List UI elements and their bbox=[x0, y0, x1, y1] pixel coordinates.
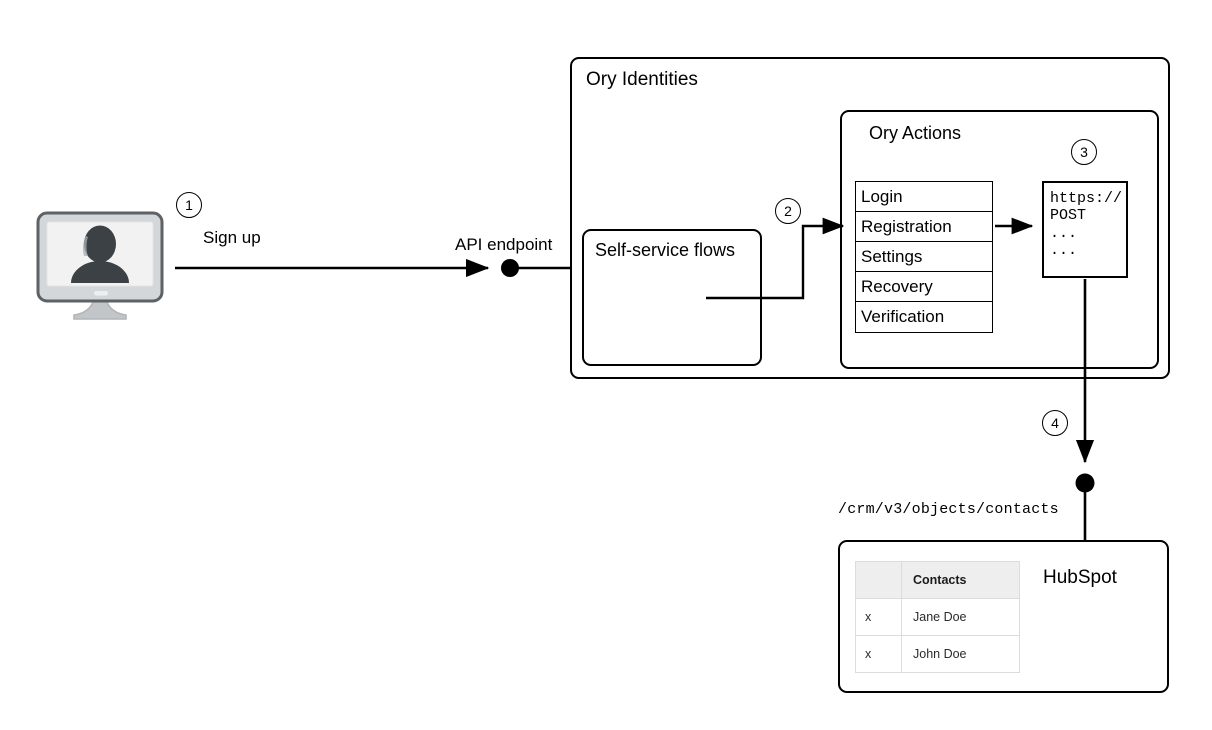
flow-list: Login Registration Settings Recovery Ver… bbox=[855, 181, 993, 333]
edge-flows-to-registration bbox=[706, 217, 845, 300]
step-badge-3: 3 bbox=[1071, 139, 1097, 165]
webhook-code-text: https:// POST ... ... bbox=[1050, 190, 1123, 259]
api-endpoint-node bbox=[501, 259, 572, 277]
step-badge-1: 1 bbox=[176, 192, 202, 218]
self-service-flows-title: Self-service flows bbox=[595, 240, 736, 260]
contacts-row-check[interactable]: x bbox=[855, 635, 902, 673]
hubspot-container bbox=[838, 540, 1169, 693]
flow-row-settings[interactable]: Settings bbox=[856, 242, 992, 272]
user-on-monitor-icon bbox=[36, 211, 164, 322]
step-badge-2: 2 bbox=[775, 198, 801, 224]
flow-row-recovery[interactable]: Recovery bbox=[856, 272, 992, 302]
edge-webhook-to-hubspot bbox=[1075, 279, 1095, 541]
contacts-header-name: Contacts bbox=[901, 561, 1020, 599]
step-badge-4: 4 bbox=[1042, 410, 1068, 436]
contacts-table-header-row: Contacts bbox=[855, 561, 1020, 599]
edge-label-sign-up: Sign up bbox=[203, 228, 261, 247]
contacts-row-name: John Doe bbox=[901, 635, 1020, 673]
edge-label-crm-path: /crm/v3/objects/contacts bbox=[838, 501, 1059, 518]
self-service-flows-box bbox=[582, 229, 762, 366]
ory-actions-title: Ory Actions bbox=[869, 123, 962, 143]
flow-row-registration[interactable]: Registration bbox=[856, 212, 992, 242]
ory-identities-title: Ory Identities bbox=[586, 69, 698, 90]
hubspot-title: HubSpot bbox=[1043, 567, 1117, 588]
table-row[interactable]: x John Doe bbox=[855, 635, 1020, 673]
flow-row-verification[interactable]: Verification bbox=[856, 302, 992, 332]
contacts-row-check[interactable]: x bbox=[855, 598, 902, 636]
flow-row-login[interactable]: Login bbox=[856, 182, 992, 212]
ory-identities-container bbox=[570, 57, 1170, 379]
contacts-header-check bbox=[855, 561, 902, 599]
webhook-box bbox=[1042, 181, 1128, 278]
edge-label-api-endpoint: API endpoint bbox=[455, 235, 553, 254]
contacts-row-name: Jane Doe bbox=[901, 598, 1020, 636]
contacts-table: Contacts x Jane Doe x John Doe bbox=[855, 561, 1020, 673]
table-row[interactable]: x Jane Doe bbox=[855, 598, 1020, 636]
ory-actions-container bbox=[840, 110, 1159, 369]
